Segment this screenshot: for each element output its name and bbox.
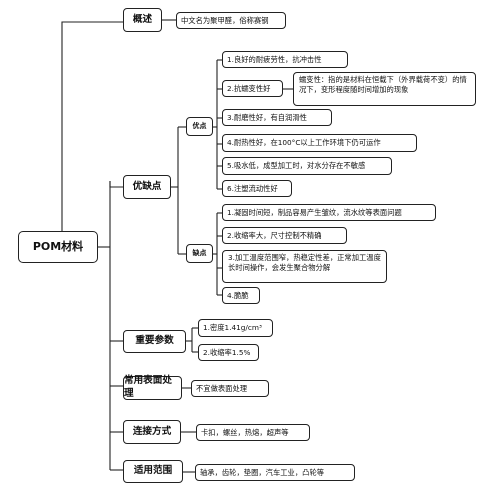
cons-node: 缺点 — [186, 244, 213, 263]
pros-item: 2.抗蠕变性好 — [222, 80, 283, 97]
param-density: 1.密度1.41g/cm³ — [198, 319, 273, 337]
connection-content: 卡扣，螺丝，热熔，超声等 — [196, 424, 310, 441]
branch-applications: 适用范围 — [123, 460, 183, 483]
applications-content: 轴承，齿轮，垫圈，汽车工业，凸轮等 — [195, 464, 355, 481]
pros-node: 优点 — [186, 117, 213, 136]
surface-content: 不宜做表面处理 — [191, 380, 269, 397]
pros-item: 1.良好的耐疲劳性，抗冲击性 — [222, 51, 348, 68]
branch-connection: 连接方式 — [123, 420, 181, 444]
pros-item: 3.耐磨性好，有自润滑性 — [222, 109, 332, 126]
cons-item: 2.收缩率大，尺寸控制不精确 — [222, 227, 347, 244]
overview-content: 中文名为聚甲醛，俗称赛钢 — [176, 12, 286, 29]
cons-item: 1.凝固时间短，制品容易产生皱纹，流水纹等表面问题 — [222, 204, 436, 221]
pros-item: 6.注塑流动性好 — [222, 180, 292, 197]
root-node: POM材料 — [18, 231, 98, 263]
branch-surface-treatment: 常用表面处理 — [123, 375, 182, 400]
param-shrinkage: 2.收缩率1.5% — [198, 344, 259, 361]
cons-item: 3.加工温度范围窄，热稳定性差，正常加工温度长时间操作，会发生聚合物分解 — [222, 250, 387, 283]
branch-params: 重要参数 — [123, 330, 186, 353]
pros-item: 4.耐热性好，在100°C以上工作环境下仍可运作 — [222, 134, 417, 152]
cons-item: 4.脆脆 — [222, 287, 260, 304]
branch-overview: 概述 — [123, 8, 162, 32]
branch-pros-cons: 优缺点 — [123, 175, 171, 199]
creep-definition-note: 蠕变性：指的是材料在恒载下（外界载荷不变）的情况下，变形程度随时间增加的现象 — [293, 72, 476, 106]
pros-item: 5.吸水低，成型加工时，对水分存在不敏感 — [222, 157, 392, 175]
